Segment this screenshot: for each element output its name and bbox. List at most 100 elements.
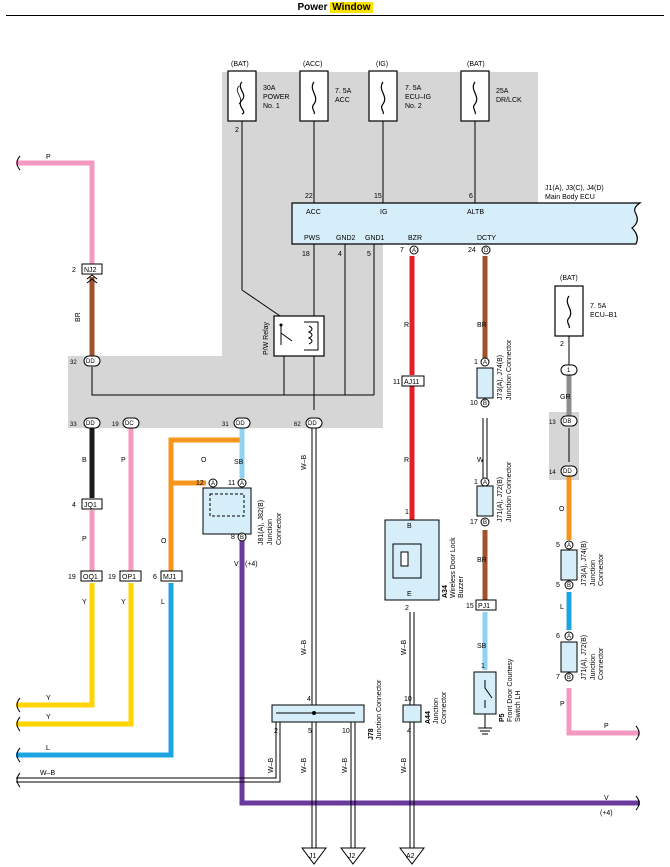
svg-text:J1: J1 (309, 853, 317, 860)
svg-text:DD: DD (236, 421, 245, 427)
shaded-areas (68, 72, 579, 480)
page-header: Power Window (0, 0, 670, 18)
junction-j71-right: A B 67 J71(A), J72(B) Junction Connector (556, 631, 605, 682)
wire-yellow-2 (16, 583, 134, 727)
svg-text:4: 4 (72, 502, 76, 509)
junction-j71-mid: A B 117 J71(A), J72(B) Junction Connecto… (470, 461, 513, 527)
fuse-ecu-b1: (BAT) 7. 5A ECU–B1 2 (554, 275, 617, 348)
svg-text:Junction: Junction (590, 560, 597, 586)
svg-text:4: 4 (338, 251, 342, 258)
svg-text:A: A (567, 543, 571, 549)
svg-text:1: 1 (405, 509, 409, 516)
svg-text:O: O (161, 538, 167, 545)
svg-text:DB: DB (563, 419, 571, 425)
svg-text:DC: DC (125, 421, 134, 427)
svg-text:14: 14 (549, 470, 556, 476)
svg-text:1: 1 (567, 368, 571, 374)
svg-text:W–B: W–B (342, 758, 349, 774)
svg-text:Connector: Connector (598, 647, 605, 680)
connector-nj2: NJ2 2 (72, 263, 103, 284)
svg-text:W–B: W–B (401, 640, 408, 656)
svg-text:2: 2 (274, 728, 278, 735)
svg-text:17: 17 (470, 519, 478, 526)
svg-text:Junction Connector: Junction Connector (506, 339, 513, 400)
svg-text:22: 22 (305, 193, 313, 200)
svg-text:W–B: W–B (301, 758, 308, 774)
svg-text:A: A (412, 248, 416, 254)
wire-orange-1 (168, 437, 242, 486)
ground-arrow-j1 (301, 847, 327, 865)
svg-text:J71(A), J72(B): J71(A), J72(B) (497, 477, 504, 522)
svg-text:5: 5 (556, 582, 560, 589)
svg-text:D: D (484, 248, 489, 254)
svg-text:DCTY: DCTY (477, 235, 496, 242)
svg-text:V: V (234, 561, 239, 568)
svg-text:B: B (407, 523, 412, 530)
svg-text:6: 6 (469, 193, 473, 200)
svg-text:J73(A), J74(B): J73(A), J74(B) (581, 541, 588, 586)
svg-text:Connector: Connector (441, 691, 448, 724)
svg-text:2: 2 (560, 341, 564, 348)
svg-text:1: 1 (474, 359, 478, 366)
svg-text:W–B: W–B (401, 758, 408, 774)
svg-text:ACC: ACC (306, 209, 321, 216)
svg-text:12: 12 (196, 480, 204, 487)
svg-text:BR: BR (75, 312, 82, 322)
svg-text:B: B (567, 583, 571, 589)
svg-text:P: P (82, 536, 87, 543)
svg-text:AJ11: AJ11 (404, 379, 420, 386)
svg-text:P: P (121, 457, 126, 464)
svg-text:ECU–IG: ECU–IG (405, 94, 431, 101)
title-rule (6, 15, 664, 16)
svg-text:No. 2: No. 2 (405, 103, 422, 110)
svg-text:ACC: ACC (335, 97, 350, 104)
svg-text:1: 1 (481, 663, 485, 670)
svg-text:A34: A34 (442, 585, 449, 598)
fuse-supply: (BAT) (231, 61, 249, 68)
svg-text:A: A (211, 481, 215, 487)
svg-text:4: 4 (307, 696, 311, 703)
svg-text:DD: DD (86, 359, 95, 365)
svg-text:6: 6 (153, 574, 157, 581)
junction-j81: A A B 12 11 8 J81(A), J82(B) Junction Co… (196, 478, 283, 545)
svg-text:BZR: BZR (408, 235, 422, 242)
svg-text:W–B: W–B (40, 770, 56, 777)
svg-text:W–B: W–B (301, 455, 308, 471)
svg-text:IG: IG (380, 209, 387, 216)
svg-text:R: R (404, 322, 409, 329)
junction-a44: 10 4 A44 Junction Connector (402, 691, 448, 735)
svg-text:Y: Y (46, 695, 51, 702)
wire-violet (239, 540, 640, 806)
svg-text:6: 6 (556, 633, 560, 640)
svg-text:W–B: W–B (268, 758, 275, 774)
svg-text:P: P (46, 154, 51, 161)
svg-text:No. 1: No. 1 (263, 103, 280, 110)
svg-text:5: 5 (308, 728, 312, 735)
title-highlight: Window (330, 2, 373, 13)
wire-labels: P BR B P Y Y P Y Y O O L L SB V (+4) V (… (40, 154, 613, 817)
svg-text:(BAT): (BAT) (467, 61, 485, 68)
wire-pink-top (16, 160, 95, 266)
svg-text:13: 13 (549, 420, 556, 426)
svg-text:J78: J78 (368, 728, 375, 740)
svg-text:P: P (560, 701, 565, 708)
connector-aj11: AJ11 11 (393, 375, 425, 387)
svg-text:P/W Relay: P/W Relay (263, 321, 270, 355)
svg-text:B: B (483, 520, 487, 526)
svg-text:(+4): (+4) (600, 810, 613, 817)
junction-j78: 4 2 5 10 J78 Junction Connector (271, 679, 383, 740)
buzzer-a34: B E 1 2 A34 Wireless Door Lock Buzzer (384, 509, 465, 612)
svg-text:W: W (477, 457, 484, 464)
pin-number: 2 (235, 127, 239, 134)
svg-text:Junction: Junction (267, 519, 274, 545)
svg-text:J73(A), J74(B): J73(A), J74(B) (497, 355, 504, 400)
svg-text:GR: GR (560, 394, 571, 401)
svg-text:J2: J2 (348, 853, 356, 860)
svg-text:Switch LH: Switch LH (515, 690, 522, 722)
wire-pink-right (566, 688, 640, 736)
svg-text:ECU–B1: ECU–B1 (590, 312, 617, 319)
fuse-feed-lines (241, 121, 476, 319)
svg-text:7: 7 (556, 674, 560, 681)
